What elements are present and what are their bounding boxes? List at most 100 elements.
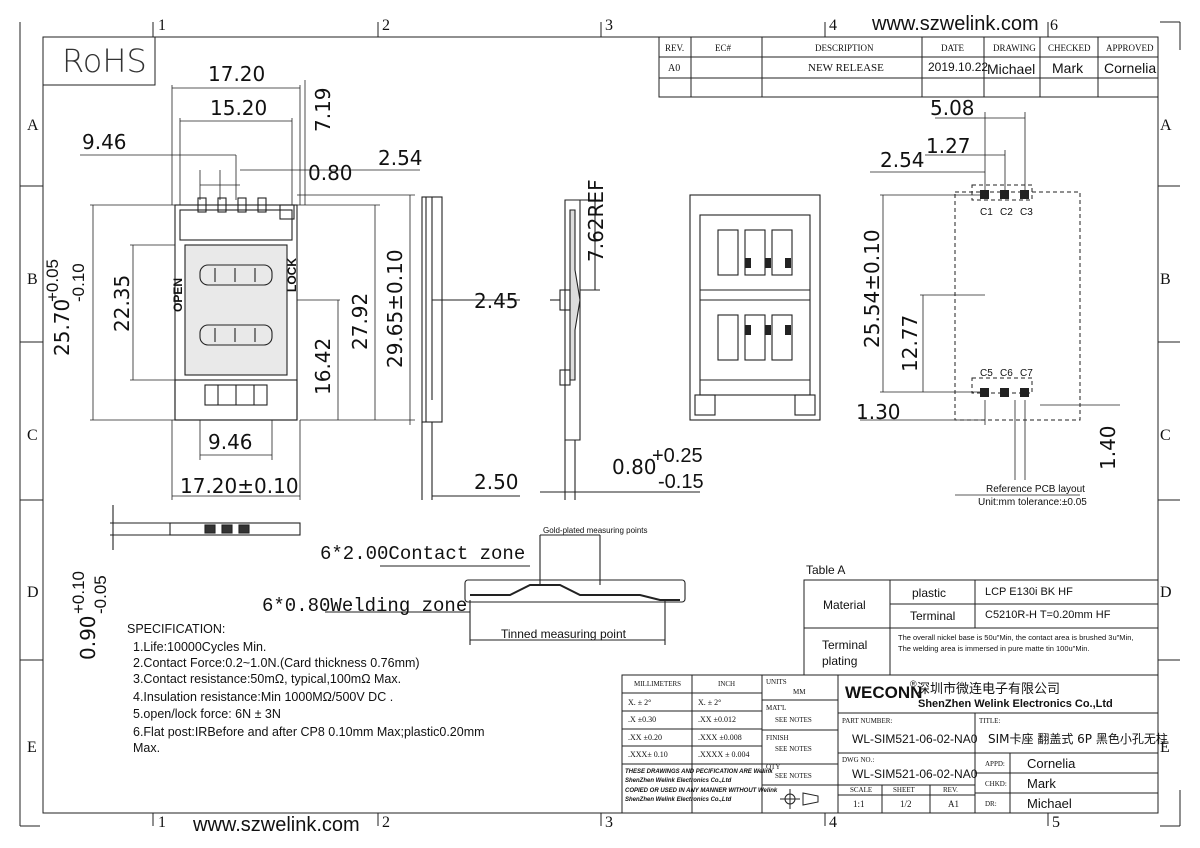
pcb-dim-5-08: 5.08 — [930, 96, 975, 120]
scale-label: SCALE — [850, 786, 873, 794]
dwg-no: WL-SIM521-06-02-NA0 — [852, 767, 978, 781]
dim-25-70: 25.70 — [50, 298, 74, 356]
dim-0-90-tol-plus: +0.10 — [69, 570, 88, 614]
contact-zone-label: 6*2.00Contact zone — [320, 543, 526, 565]
appd-label: APPD: — [985, 760, 1005, 768]
lock-label: LOCK — [285, 258, 299, 292]
pad-c6: C6 — [1000, 368, 1013, 379]
dr-label: DR: — [985, 800, 997, 808]
tb-finish: FINISH — [766, 734, 789, 742]
dim-27-92: 27.92 — [348, 292, 372, 350]
table-a-title: Table A — [806, 563, 846, 577]
dim-7-19: 7.19 — [311, 87, 335, 132]
dim-9-46-bottom: 9.46 — [208, 430, 253, 454]
pad-c3: C3 — [1020, 207, 1033, 218]
pcb-dim-25-54: 25.54±0.10 — [860, 229, 884, 348]
terminal-value: C5210R-H T=0.20mm HF — [985, 609, 1111, 621]
drawing-title: SIM卡座 翻盖式 6P 黑色小孔无柱 — [988, 732, 1168, 746]
dim-29-65: 29.65±0.10 — [383, 249, 407, 368]
tb-notice-3: COPIED OR USED IN ANY MANNER WITHOUT Wel… — [625, 788, 778, 794]
pcb-title: Reference PCB layout — [986, 484, 1085, 495]
sheet-label: SHEET — [893, 786, 915, 794]
dim-25-70-tol-minus: -0.10 — [69, 263, 88, 302]
grid-row-a-right: A — [1160, 117, 1172, 134]
brand-reg: ® — [910, 679, 917, 689]
website-top[interactable]: www.szwelink.com — [872, 13, 1039, 35]
open-label: OPEN — [171, 277, 185, 312]
tb-notice-2: ShenZhen Welink Electronics Co.,Ltd — [625, 778, 732, 784]
dim-0-80-bottom: 0.80 — [612, 455, 657, 479]
dim-22-35: 22.35 — [110, 274, 134, 332]
tb-matl: MAT'L — [766, 704, 787, 712]
dim-2-50: 2.50 — [474, 470, 519, 494]
rev-drawing: Michael — [987, 61, 1036, 77]
pcb-dim-12-77: 12.77 — [898, 314, 922, 372]
title-label: TITLE: — [979, 717, 1001, 725]
welding-zone-label: 6*0.80Welding zone — [262, 595, 468, 617]
scale-value: 1:1 — [853, 799, 865, 809]
part-number-label: PART NUMBER: — [842, 717, 893, 725]
tb-qty: QTY — [766, 763, 781, 771]
spec-item-5: 5.open/lock force: 6N ± 3N — [133, 707, 281, 721]
spec-item-4: 4.Insulation resistance:Min 1000MΩ/500V … — [133, 690, 394, 704]
website-bottom[interactable]: www.szwelink.com — [193, 814, 360, 836]
plastic-value: LCP E130i BK HF — [985, 586, 1073, 598]
grid-col-3: 3 — [605, 17, 613, 34]
tb-inch: INCH — [718, 680, 736, 688]
terminal-plating-label: Terminal plating — [822, 638, 868, 668]
pcb-dim-1-27: 1.27 — [926, 134, 971, 158]
grid-col-3b: 3 — [605, 814, 613, 831]
tb-tol-mm-1: .X ±0.30 — [628, 715, 657, 724]
tb-notice-1: THESE DRAWINGS AND PECIFICATION ARE Weli… — [625, 769, 773, 775]
part-number: WL-SIM521-06-02-NA0 — [852, 732, 978, 746]
dim-9-46: 9.46 — [82, 130, 127, 154]
grid-col-5b: 5 — [1052, 814, 1060, 831]
grid-col-4b: 4 — [829, 814, 837, 831]
dim-0-80-tol-plus: +0.25 — [652, 445, 703, 467]
appd-value: Cornelia — [1027, 756, 1076, 771]
pcb-tolerance: Unit:mm tolerance:±0.05 — [978, 497, 1087, 508]
spec-item-3: 3.Contact resistance:50mΩ, typical,100mΩ… — [133, 672, 402, 686]
gold-points-label: Gold-plated measuring points — [543, 526, 648, 535]
grid-col-6: 6 — [1050, 17, 1058, 34]
spec-item-1: 1.Life:10000Cycles Min. — [133, 640, 267, 654]
rev-header-drawing: DRAWING — [993, 43, 1036, 53]
grid-row-e-right: E — [1160, 739, 1170, 756]
grid-col-2b: 2 — [382, 814, 390, 831]
dim-0-90-tol-minus: -0.05 — [91, 575, 110, 614]
rev-header-description: DESCRIPTION — [815, 43, 874, 53]
tb-tol-in-1: .XX ±0.012 — [698, 715, 736, 724]
dr-value: Michael — [1027, 796, 1072, 811]
rev-header-checked: CHECKED — [1048, 43, 1091, 53]
tb-finish-notes: SEE NOTES — [775, 745, 812, 753]
company-cn: 深圳市微连电子有限公司 — [917, 682, 1061, 697]
material-label: Material — [823, 598, 866, 612]
pad-c2: C2 — [1000, 207, 1013, 218]
terminal-label: Terminal — [910, 609, 956, 623]
grid-row-c-right: C — [1160, 427, 1171, 444]
dim-0-80: 0.80 — [308, 161, 353, 185]
rev-header-ec: EC# — [715, 43, 732, 53]
tb-millimeters: MILLIMETERS — [634, 680, 682, 688]
dwg-no-label: DWG NO.: — [842, 756, 875, 764]
grid-row-b-right: B — [1160, 271, 1171, 288]
dim-7-62-ref: 7.62REF — [584, 179, 608, 262]
rohs-label: RoHS — [62, 42, 147, 80]
grid-row-c: C — [27, 427, 38, 444]
pad-c5: C5 — [980, 368, 993, 379]
grid-col-2: 2 — [382, 17, 390, 34]
company-en: ShenZhen Welink Electronics Co.,Ltd — [918, 698, 1113, 710]
grid-row-e: E — [27, 739, 37, 756]
tb-tol-mm-3: .XXX± 0.10 — [628, 750, 668, 759]
tb-tol-in-2: .XXX ±0.008 — [698, 733, 742, 742]
plating-line-1: The overall nickel base is 50u"Min, the … — [898, 633, 1134, 642]
grid-col-1b: 1 — [158, 814, 166, 831]
grid-row-d: D — [27, 584, 39, 601]
pcb-dim-1-30: 1.30 — [856, 400, 901, 424]
dim-2-54: 2.54 — [378, 146, 423, 170]
tb-qty-notes: SEE NOTES — [775, 772, 812, 780]
tb-tol-in-0: X. ± 2° — [698, 698, 722, 707]
pcb-dim-2-54: 2.54 — [880, 148, 925, 172]
rev-approved: Cornelia — [1104, 60, 1157, 76]
